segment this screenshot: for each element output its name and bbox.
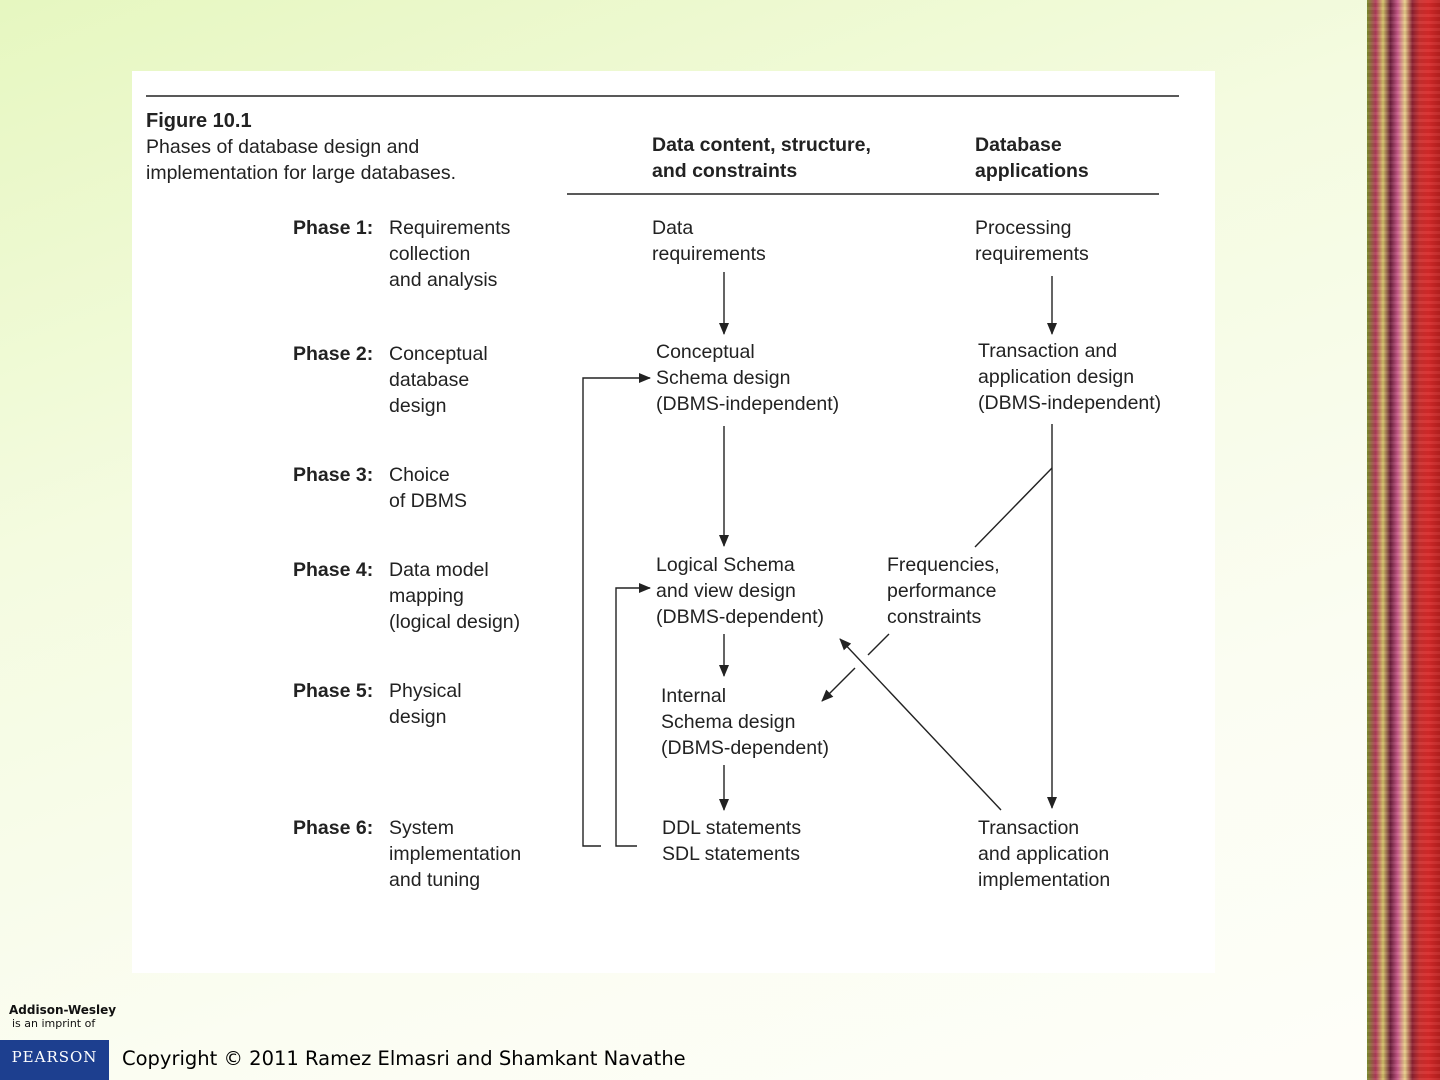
- phase-3-label: Phase 3:: [293, 464, 374, 486]
- phase-3-desc: Choice of DBMS: [389, 464, 468, 512]
- line-transaction-to-frequencies: [974, 467, 1053, 548]
- phase-4-label: Phase 4:: [293, 559, 374, 581]
- column-header-data-content: Data content, structure, and constraints: [652, 134, 871, 182]
- node-frequencies: Frequencies, performance constraints: [887, 554, 1000, 628]
- arrow-frequencies-to-internal: [821, 667, 856, 702]
- node-ddl-sdl: DDL statements SDL statements: [662, 817, 802, 865]
- phase-1-label: Phase 1:: [293, 217, 374, 239]
- node-conceptual-schema: Conceptual Schema design (DBMS-independe…: [656, 341, 840, 415]
- phase-4-desc: Data model mapping (logical design): [389, 559, 521, 633]
- feedback-to-conceptual: [582, 373, 651, 847]
- phase-5-desc: Physical design: [389, 680, 462, 728]
- figure-caption: Phases of database design and implementa…: [146, 136, 457, 184]
- node-transaction-impl: Transaction and application implementati…: [978, 817, 1111, 891]
- publisher-imprint: is an imprint of: [12, 1017, 96, 1030]
- figure-panel: [132, 71, 1215, 973]
- arrow-impl-to-logical: [839, 638, 1002, 811]
- decorative-side-strip: [1367, 0, 1440, 1080]
- node-logical-schema: Logical Schema and view design (DBMS-dep…: [656, 554, 824, 628]
- phase-5-label: Phase 5:: [293, 680, 374, 702]
- copyright-text: Copyright © 2011 Ramez Elmasri and Shamk…: [122, 1047, 686, 1070]
- phase-2-desc: Conceptual database design: [389, 343, 488, 417]
- node-data-requirements: Data requirements: [652, 217, 766, 265]
- node-processing-requirements: Processing requirements: [975, 217, 1089, 265]
- feedback-to-logical: [615, 583, 651, 847]
- pearson-logo: PEARSON: [0, 1040, 109, 1080]
- phase-6-desc: System implementation and tuning: [389, 817, 522, 891]
- node-transaction-design: Transaction and application design (DBMS…: [978, 340, 1162, 414]
- phase-6-label: Phase 6:: [293, 817, 374, 839]
- node-internal-schema: Internal Schema design (DBMS-dependent): [661, 685, 829, 759]
- column-header-db-applications: Database applications: [975, 134, 1089, 182]
- figure-title: Figure 10.1: [146, 110, 252, 132]
- phase-1-desc: Requirements collection and analysis: [389, 217, 511, 291]
- publisher-name: Addison-Wesley: [9, 1003, 117, 1017]
- phase-2-label: Phase 2:: [293, 343, 374, 365]
- arrow-frequencies-to-internal-top: [867, 633, 890, 656]
